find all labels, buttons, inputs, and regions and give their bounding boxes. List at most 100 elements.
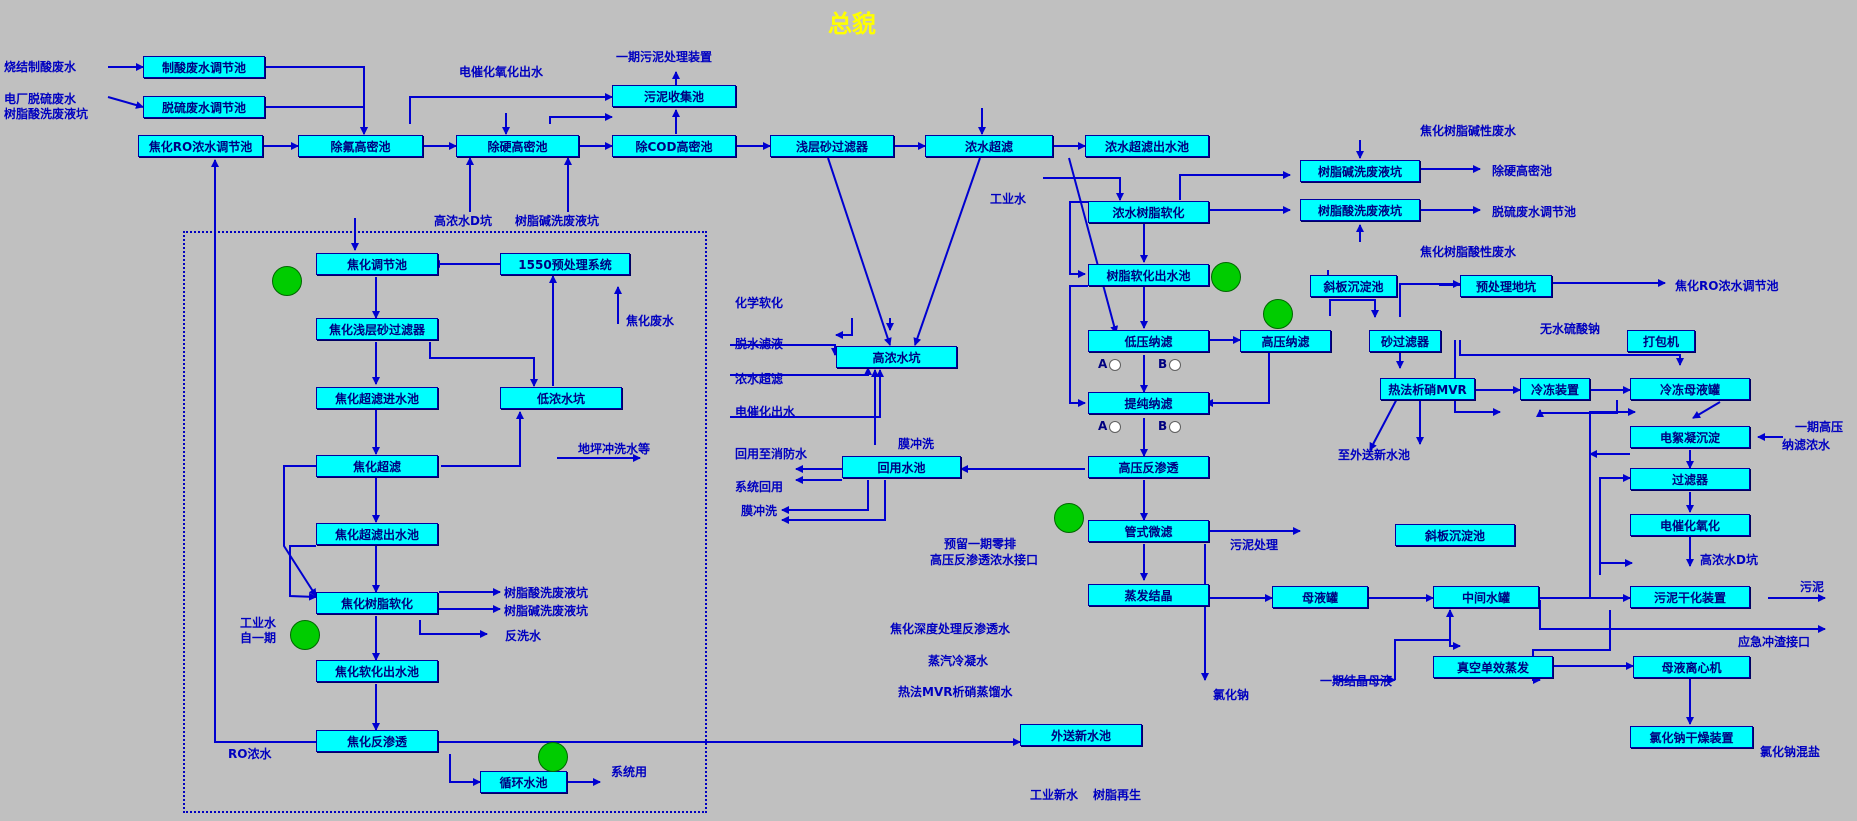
box-jhccs[interactable]: 焦化超滤出水池 xyxy=(316,523,438,545)
box-dningcd[interactable]: 电絮凝沉淀 xyxy=(1630,426,1750,448)
label-hxrh: 化学软化 xyxy=(735,296,784,310)
box-myg[interactable]: 母液罐 xyxy=(1272,586,1368,608)
valve-b-dynl[interactable]: B xyxy=(1158,357,1182,371)
diagram-title: 总貌 xyxy=(828,10,876,38)
box-huiyong[interactable]: 回用水池 xyxy=(842,456,961,478)
box-qianceng[interactable]: 浅层砂过滤器 xyxy=(770,135,894,157)
label-zwsx: 至外送新水池 xyxy=(1338,448,1411,462)
box-1550[interactable]: 1550预处理系统 xyxy=(500,253,630,275)
label-mcx: 膜冲洗 xyxy=(898,437,935,451)
box-gsw[interactable]: 管式微滤 xyxy=(1088,520,1209,542)
label-zyq: 自一期 xyxy=(240,631,277,645)
box-zfjj[interactable]: 蒸发结晶 xyxy=(1088,584,1209,606)
label-gyxs: 工业新水 xyxy=(1030,788,1079,802)
label-ylyq1: 预留一期零排 xyxy=(944,537,1017,551)
box-dnsk[interactable]: 低浓水坑 xyxy=(500,387,622,409)
label-gnsd2: 高浓水D坑 xyxy=(1700,553,1758,567)
box-nsrh[interactable]: 浓水树脂软化 xyxy=(1088,201,1209,223)
status-indicator-gynl xyxy=(1263,299,1293,329)
box-szjx[interactable]: 树脂碱洗废液坑 xyxy=(1300,160,1420,182)
box-lhngz[interactable]: 氯化钠干燥装置 xyxy=(1630,726,1753,748)
box-dhyh[interactable]: 电催化氧化 xyxy=(1630,514,1750,536)
valve-b-icon-2 xyxy=(1169,420,1182,433)
label-jhro: 焦化RO浓水调节池 xyxy=(1675,279,1779,293)
box-dynl[interactable]: 低压纳滤 xyxy=(1088,330,1209,352)
coking-subsystem-border xyxy=(183,231,707,813)
box-ldmy[interactable]: 冷冻母液罐 xyxy=(1630,378,1750,400)
box-tiaojie[interactable]: 焦化调节池 xyxy=(316,253,438,275)
label-tlfs: 脱硫废水调节池 xyxy=(1492,205,1577,219)
label-sz-sx: 树脂酸洗废液坑 xyxy=(504,586,589,600)
box-waisong[interactable]: 外送新水池 xyxy=(1020,724,1142,746)
box-jhrhcs[interactable]: 焦化软化出水池 xyxy=(316,660,438,682)
box-zhisuan[interactable]: 制酸废水调节池 xyxy=(143,56,265,78)
box-jqc[interactable]: 焦化浅层砂过滤器 xyxy=(316,318,438,340)
label-xty: 系统用 xyxy=(611,765,648,779)
box-zjsg[interactable]: 中间水罐 xyxy=(1433,586,1539,608)
label-yqgy2: 纳滤浓水 xyxy=(1782,438,1831,452)
box-dbj[interactable]: 打包机 xyxy=(1627,330,1695,352)
label-jhszsx: 焦化树脂酸性废水 xyxy=(1420,245,1517,259)
box-glq[interactable]: 过滤器 xyxy=(1630,468,1750,490)
label-fxs: 反洗水 xyxy=(505,629,542,643)
box-mylx[interactable]: 母液离心机 xyxy=(1633,656,1750,678)
label-jhszjx: 焦化树脂碱性废水 xyxy=(1420,124,1517,138)
box-tuoliu[interactable]: 脱硫废水调节池 xyxy=(143,96,265,118)
label-dhcs: 电催化出水 xyxy=(735,405,796,419)
box-gaonong[interactable]: 高浓水坑 xyxy=(836,346,957,368)
box-jhfsh[interactable]: 焦化反渗透 xyxy=(316,730,438,752)
box-mvr[interactable]: 热法析硝MVR xyxy=(1380,378,1475,400)
box-xbcd2[interactable]: 斜板沉淀池 xyxy=(1395,524,1515,546)
status-indicator-xunhuan xyxy=(538,742,568,772)
label-wncl: 污泥处理 xyxy=(1230,538,1279,552)
box-jiaohua-ro[interactable]: 焦化RO浓水调节池 xyxy=(138,135,263,157)
box-ldzz[interactable]: 冷冻装置 xyxy=(1520,378,1590,400)
label-mcx2: 膜冲洗 xyxy=(741,504,778,518)
box-gyfst[interactable]: 高压反渗透 xyxy=(1088,456,1209,478)
valve-a-label: A xyxy=(1098,357,1108,371)
box-xbcd1[interactable]: 斜板沉淀池 xyxy=(1310,275,1397,297)
status-indicator-gsw xyxy=(1054,503,1084,533)
box-jcz[interactable]: 焦化超滤进水池 xyxy=(316,387,438,409)
label-dpcx: 地坪冲洗水等 xyxy=(578,442,651,456)
box-wuni[interactable]: 污泥收集池 xyxy=(612,85,736,107)
label-sz-jx: 树脂碱洗废液坑 xyxy=(504,604,589,618)
box-jhcl[interactable]: 焦化超滤 xyxy=(316,455,438,477)
box-tcnl[interactable]: 提纯纳滤 xyxy=(1088,392,1209,414)
label-xthy: 系统回用 xyxy=(735,480,784,494)
box-szrhcs[interactable]: 树脂软化出水池 xyxy=(1088,264,1209,286)
box-chufu[interactable]: 除氟高密池 xyxy=(298,135,423,157)
label-lhn: 氯化钠 xyxy=(1213,688,1250,702)
label-szzs: 树脂再生 xyxy=(1093,788,1142,802)
valve-b-tcnl[interactable]: B xyxy=(1158,419,1182,433)
box-jhsz[interactable]: 焦化树脂软化 xyxy=(316,592,438,614)
label-lhnhy: 氯化钠混盐 xyxy=(1760,745,1821,759)
box-gynl[interactable]: 高压纳滤 xyxy=(1240,330,1331,352)
box-nongshui-chaolv[interactable]: 浓水超滤 xyxy=(925,135,1053,157)
box-sglq[interactable]: 砂过滤器 xyxy=(1369,330,1441,352)
label-gys: 工业水 xyxy=(240,616,277,630)
label-cygm: 除硬高密池 xyxy=(1492,164,1553,178)
valve-b-icon xyxy=(1169,358,1182,371)
box-szsx[interactable]: 树脂酸洗废液坑 xyxy=(1300,199,1420,221)
label-dhyhcs: 电催化氧化出水 xyxy=(459,65,544,79)
valve-a-tcnl[interactable]: A xyxy=(1098,419,1122,433)
label-dcts: 电厂脱硫废水 xyxy=(4,92,77,106)
valve-b-label: B xyxy=(1158,357,1168,371)
valve-a-label-2: A xyxy=(1098,419,1108,433)
box-chuying[interactable]: 除硬高密池 xyxy=(456,135,579,157)
status-indicator-szrhcs xyxy=(1211,262,1241,292)
box-xunhuan[interactable]: 循环水池 xyxy=(480,771,567,793)
box-wngh[interactable]: 污泥干化装置 xyxy=(1630,586,1750,608)
label-ylyq2: 高压反渗透浓水接口 xyxy=(930,553,1039,567)
label-yqwn: 一期污泥处理装置 xyxy=(616,50,713,64)
box-ylc[interactable]: 预处理地坑 xyxy=(1460,275,1552,297)
label-yjcx: 应急冲渣接口 xyxy=(1738,635,1811,649)
label-wsls: 无水硫酸钠 xyxy=(1540,322,1601,336)
box-zkdx[interactable]: 真空单效蒸发 xyxy=(1433,656,1553,678)
label-yqgy1: 一期高压 xyxy=(1795,420,1844,434)
box-cod[interactable]: 除COD高密池 xyxy=(612,135,736,157)
label-wn: 污泥 xyxy=(1800,580,1825,594)
box-nongchao-chu[interactable]: 浓水超滤出水池 xyxy=(1085,135,1209,157)
valve-a-dynl[interactable]: A xyxy=(1098,357,1122,371)
